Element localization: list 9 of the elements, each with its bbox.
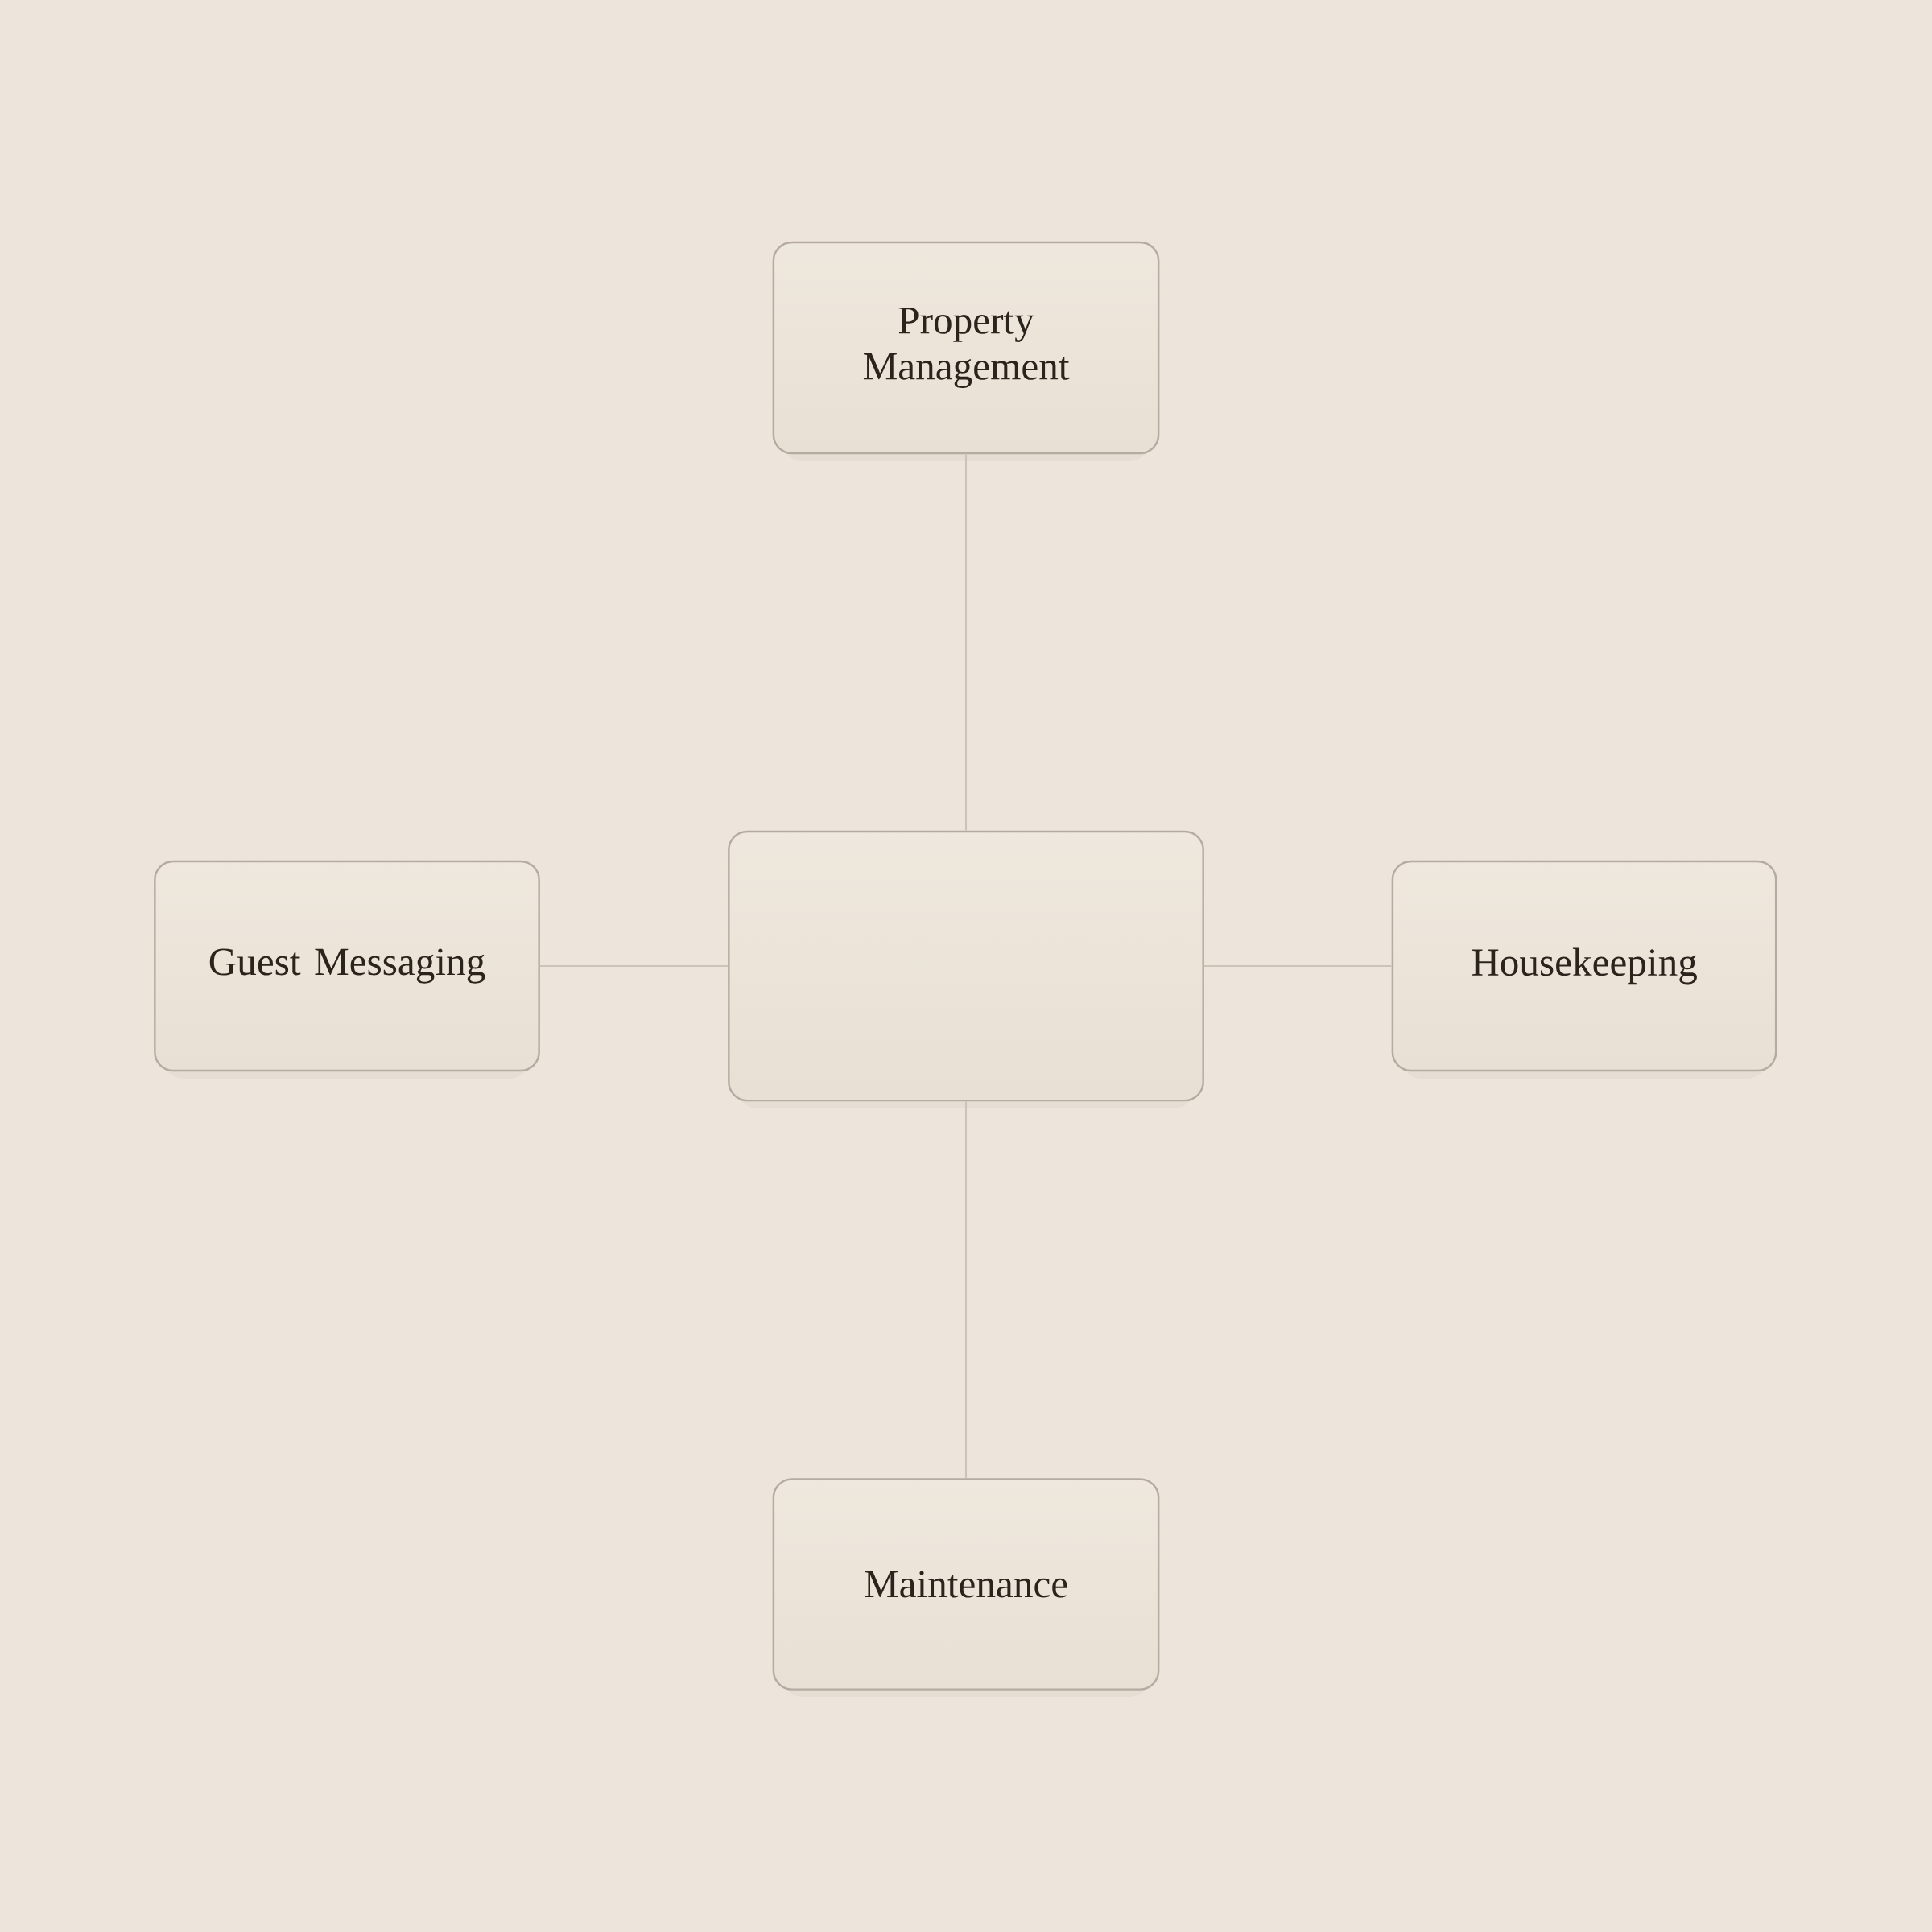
process-box: Maintenance xyxy=(772,1478,1160,1697)
connector-line xyxy=(964,1101,968,1479)
connector-line xyxy=(1203,964,1392,968)
connector-line xyxy=(539,964,729,968)
connector-line xyxy=(964,454,968,831)
process-box: Guest Messaging xyxy=(154,860,540,1079)
process-box: Housekeeping xyxy=(1391,860,1777,1079)
empty-box xyxy=(728,830,1204,1108)
process-box: Property Management xyxy=(772,241,1160,461)
